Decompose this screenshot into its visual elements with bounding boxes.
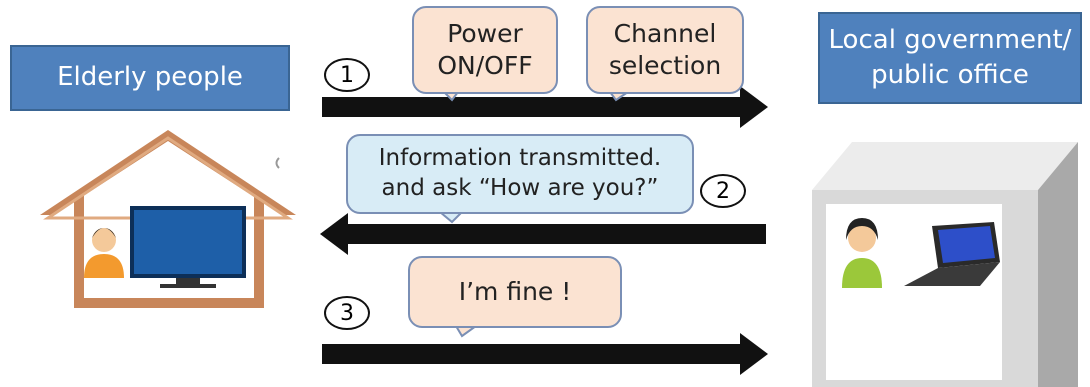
step-number-2: 2: [700, 174, 746, 208]
callout-power-line1: Power: [447, 18, 523, 48]
callout-power-line2: ON/OFF: [437, 51, 533, 80]
laptop-icon: [904, 222, 1000, 286]
arrow-step-2: [320, 213, 766, 255]
callout-im-fine-text: I’m fine !: [458, 276, 572, 306]
local-government-label: Local government/ public office: [818, 12, 1082, 104]
step-number-3: 3: [324, 296, 370, 330]
callout-channel-line1: Channel: [613, 18, 717, 48]
callout-information-line1: Information transmitted.: [378, 145, 662, 172]
local-government-label-line1: Local government/: [828, 24, 1072, 55]
callout-information-transmitted: Information transmitted. and ask “How ar…: [346, 134, 694, 214]
callout-im-fine: I’m fine !: [408, 256, 622, 328]
officer-person-icon: [842, 218, 882, 288]
elderly-people-label: Elderly people: [10, 45, 290, 111]
local-government-label-line2: public office: [871, 60, 1029, 90]
elderly-person-icon: [84, 228, 124, 278]
callout-channel-selection: Channel selection: [586, 6, 744, 94]
callout-information-line2: and ask “How are you?”: [381, 175, 659, 201]
step-number-1: 1: [324, 58, 370, 92]
arrow-step-1: [322, 86, 768, 128]
arrow-step-3: [322, 333, 768, 375]
callout-power-on-off: Power ON/OFF: [412, 6, 558, 94]
callout-channel-line2: selection: [608, 51, 722, 80]
tv-icon: [130, 206, 246, 288]
